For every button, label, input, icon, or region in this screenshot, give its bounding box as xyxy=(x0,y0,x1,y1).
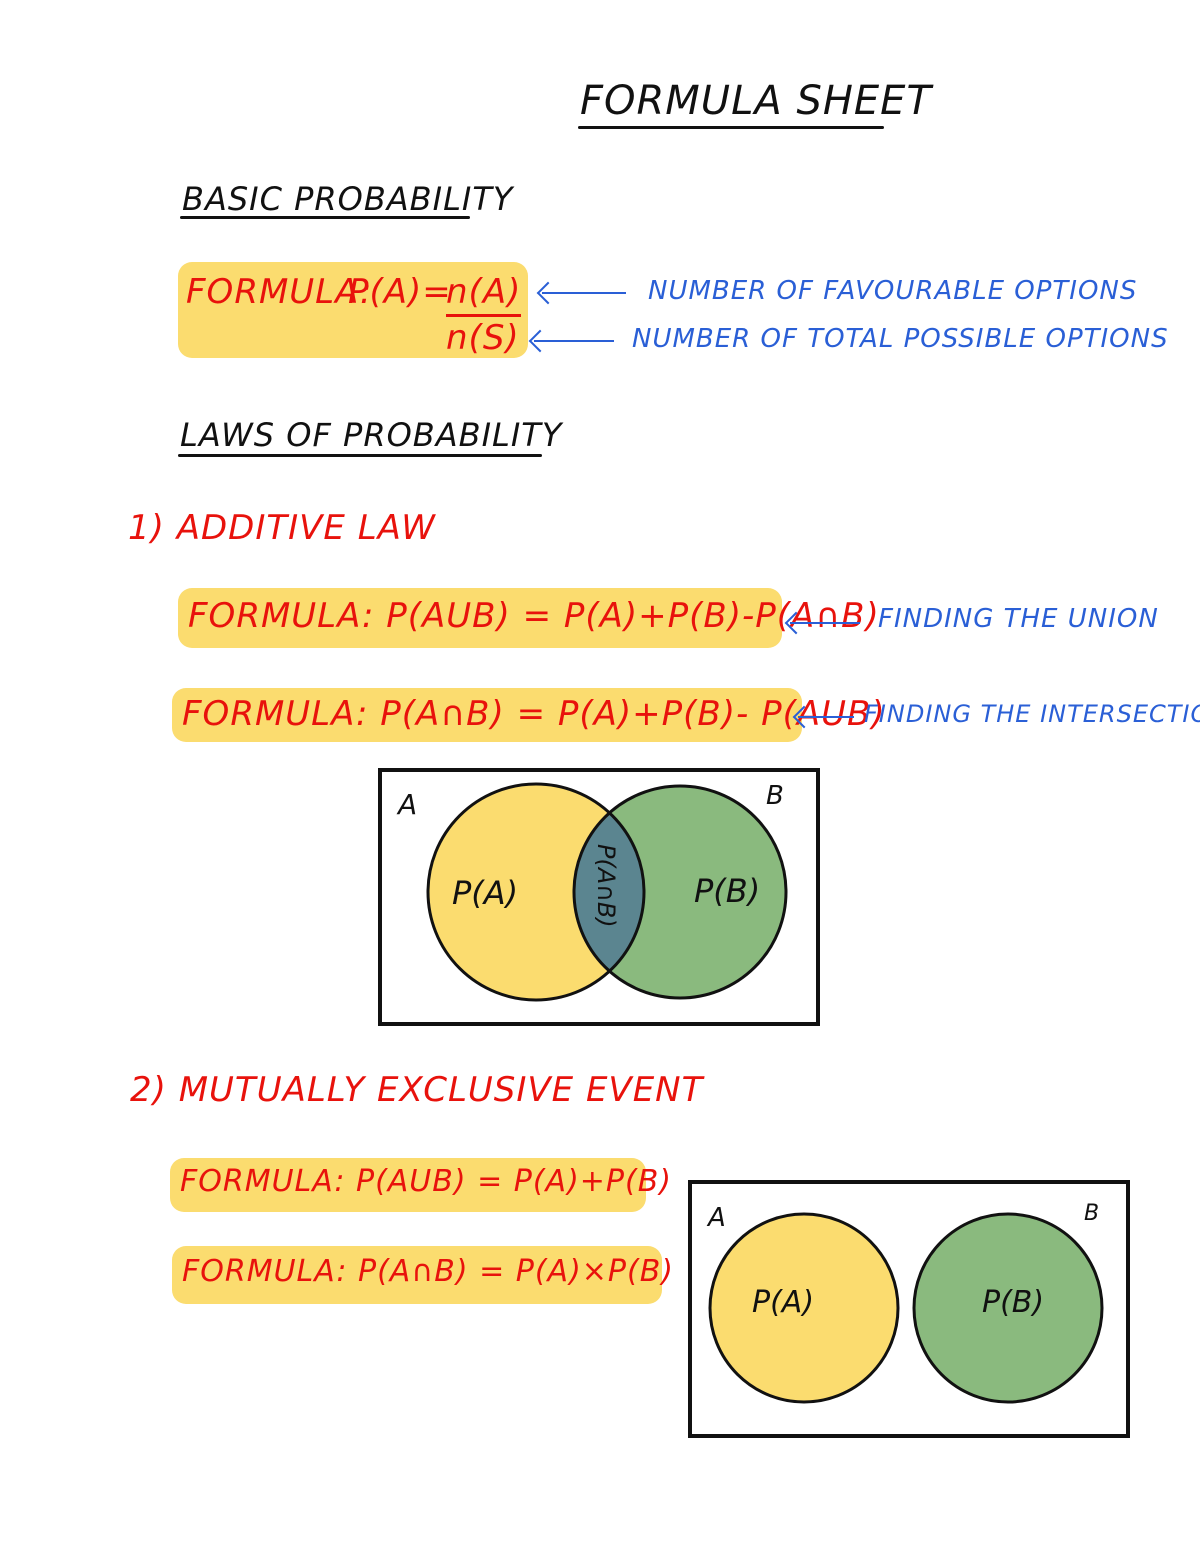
mutual-formula-intersection: FORMULA: P(A∩B) = P(A)×P(B) xyxy=(172,1246,673,1304)
venn-label-pb: P(B) xyxy=(982,1285,1044,1320)
basic-formula-denominator: n(S) xyxy=(446,318,520,358)
venn-circle-a xyxy=(708,1212,900,1404)
venn-set-a-label: A xyxy=(396,788,417,821)
page-title: FORMULA SHEET xyxy=(580,78,932,124)
laws-heading: LAWS OF PROBABILITY xyxy=(180,416,563,454)
arrow-left-icon xyxy=(790,622,860,624)
note-finding-intersection: FINDING THE INTERSECTION xyxy=(864,700,1200,728)
venn-label-pab: P(A∩B) xyxy=(592,844,620,928)
basic-probability-heading: BASIC PROBABILITY xyxy=(182,180,514,218)
venn-label-pb: P(B) xyxy=(694,872,760,910)
basic-formula-numerator: n(A) xyxy=(446,272,522,317)
additive-formula-union: FORMULA: P(AUB) = P(A)+P(B)-P(A∩B) xyxy=(178,588,879,648)
venn-diagram-disjoint: A B P(A) P(B) xyxy=(688,1180,1130,1438)
venn-set-b-label: B xyxy=(1084,1201,1099,1226)
venn-circle-b xyxy=(912,1212,1104,1404)
basic-formula-highlight: FORMULA: P(A)= n(A) n(S) xyxy=(178,262,528,358)
note-favourable-options: NUMBER OF FAVOURABLE OPTIONS xyxy=(648,276,1138,306)
venn-label-pa: P(A) xyxy=(452,874,518,912)
laws-heading-underline xyxy=(178,454,542,457)
additive-law-title: 1) ADDITIVE LAW xyxy=(128,508,436,548)
venn-set-b-label: B xyxy=(766,781,784,811)
basic-formula-lhs: P(A)= xyxy=(348,272,452,312)
basic-formula-label: FORMULA: xyxy=(186,272,373,312)
basic-heading-underline xyxy=(180,216,470,219)
venn-diagram-overlapping: A B P(A) P(B) P(A∩B) xyxy=(378,768,820,1026)
venn-intersection xyxy=(574,786,644,998)
arrow-left-icon xyxy=(798,716,854,718)
arrow-left-icon xyxy=(534,340,614,342)
venn-set-a-label: A xyxy=(706,1203,726,1233)
arrow-left-icon xyxy=(542,292,626,294)
note-finding-union: FINDING THE UNION xyxy=(878,604,1159,634)
note-total-options: NUMBER OF TOTAL POSSIBLE OPTIONS xyxy=(632,324,1169,354)
title-underline xyxy=(578,126,884,129)
mutual-exclusive-title: 2) MUTUALLY EXCLUSIVE EVENT xyxy=(130,1070,704,1110)
additive-formula-intersection: FORMULA: P(A∩B) = P(A)+P(B)- P(AUB) xyxy=(172,688,885,742)
mutual-formula-union: FORMULA: P(AUB) = P(A)+P(B) xyxy=(170,1158,671,1212)
venn-label-pa: P(A) xyxy=(752,1285,814,1320)
